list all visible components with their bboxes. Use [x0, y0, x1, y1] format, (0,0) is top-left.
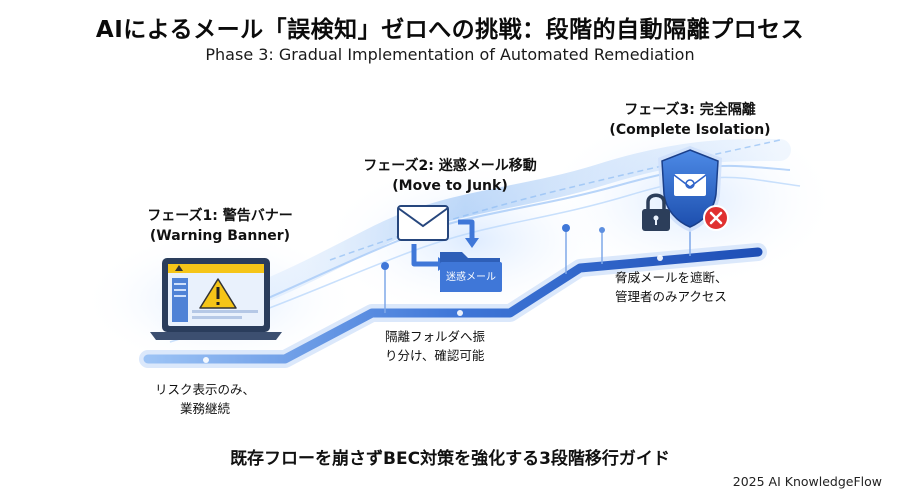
step-path [143, 247, 763, 364]
phase-1-desc-line: 業務継続 [179, 401, 230, 416]
phase-2-title: フェーズ2: 迷惑メール移動 [363, 158, 537, 174]
copyright-text: 2025 AI KnowledgeFlow [732, 474, 882, 489]
phase-3-subtitle: (Complete Isolation) [609, 122, 771, 138]
phase-2-desc-line: り分け、確認可能 [385, 348, 485, 363]
page-title: AIによるメール「誤検知」ゼロへの挑戦：段階的自動隔離プロセス [95, 17, 805, 43]
phase-1-description: リスク表示のみ、 業務継続 [140, 380, 270, 418]
footer-guide-text: 既存フローを崩さずBEC対策を強化する3段階移行ガイド [230, 449, 670, 469]
phase-3-title: フェーズ3: 完全隔離 [624, 102, 756, 118]
folder-icon [440, 252, 502, 292]
envelope-icon [397, 205, 449, 241]
close-icon [703, 205, 729, 231]
phase-3-desc-line: 管理者のみアクセス [615, 289, 727, 304]
phase-2-subtitle: (Move to Junk) [392, 178, 508, 194]
padlock-icon [642, 193, 670, 231]
phase-3-description: 脅威メールを遮断、 管理者のみアクセス [615, 268, 755, 306]
phase-1-subtitle: (Warning Banner) [149, 228, 291, 244]
page-subtitle: Phase 3: Gradual Implementation of Autom… [205, 45, 695, 64]
phase-2-description: 隔離フォルダへ振 り分け、確認可能 [385, 327, 515, 365]
phase-2-heading: フェーズ2: 迷惑メール移動 (Move to Junk) [335, 156, 565, 196]
junk-folder-label: 迷惑メール [446, 272, 496, 283]
phase-3-heading: フェーズ3: 完全隔離 (Complete Isolation) [585, 100, 795, 140]
laptop-warning-icon [150, 258, 282, 340]
phase-1-desc-line: リスク表示のみ、 [154, 382, 255, 397]
connector-dots [203, 219, 693, 363]
phase-1-title: フェーズ1: 警告バナー [147, 208, 293, 224]
phase-1-heading: フェーズ1: 警告バナー (Warning Banner) [120, 206, 320, 246]
phase-2-desc-line: 隔離フォルダへ振 [385, 329, 486, 344]
phase-3-desc-line: 脅威メールを遮断、 [615, 270, 728, 285]
